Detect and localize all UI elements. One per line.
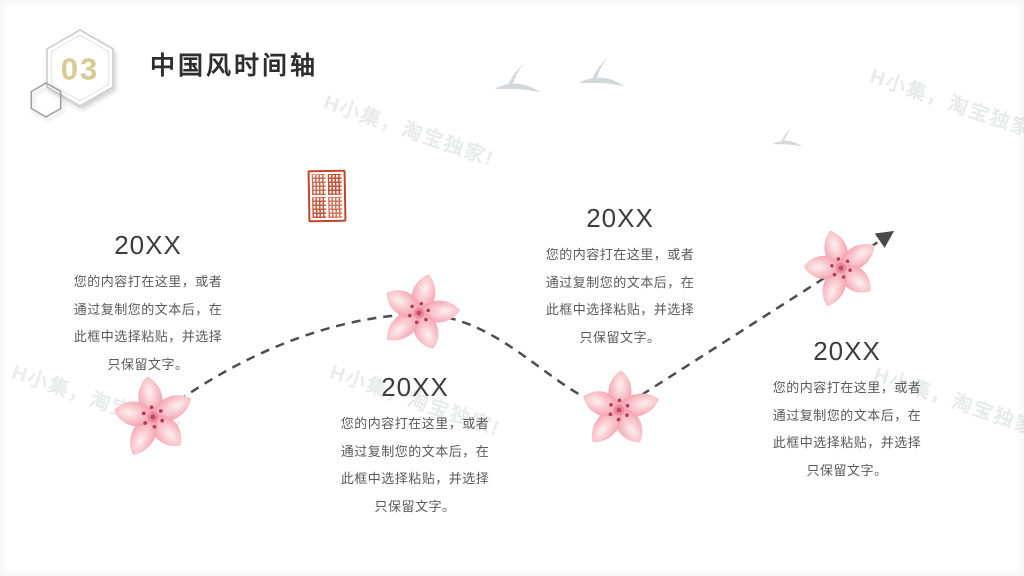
timeline-body-line: 通过复制您的文本后，在 (73, 301, 223, 317)
timeline-body-line: 此框中选择粘贴，并选择 (73, 329, 223, 344)
timeline-item: 20XX 您的内容打在这里，或者 通过复制您的文本后，在 此框中选择粘贴，并选择… (53, 230, 243, 378)
section-number: 03 (61, 52, 99, 87)
seal-stamp-icon (307, 169, 347, 223)
timeline-body-line: 您的内容打在这里，或者 (545, 247, 695, 262)
timeline-body-line: 此框中选择粘贴，并选择 (545, 302, 695, 317)
timeline-item: 20XX 您的内容打在这里，或者 通过复制您的文本后，在 此框中选择粘贴，并选择… (525, 203, 715, 351)
timeline-body-line: 您的内容打在这里，或者 (772, 380, 922, 395)
timeline-body-line: 您的内容打在这里，或者 (340, 416, 490, 431)
timeline-year: 20XX (381, 372, 449, 402)
timeline-body-line: 此框中选择粘贴，并选择 (772, 435, 922, 450)
timeline-body-line: 通过复制您的文本后，在 (545, 274, 695, 290)
timeline-year: 20XX (586, 203, 654, 233)
crane-icon (494, 58, 803, 147)
timeline-body-line: 您的内容打在这里，或者 (73, 274, 223, 289)
timeline-year: 20XX (813, 336, 881, 366)
timeline-body-line: 只保留文字。 (579, 329, 661, 345)
watermark: H小集，淘宝独家! (866, 65, 1024, 145)
timeline-body-line: 只保留文字。 (374, 498, 456, 514)
hexagon-badge-icon: 03 (30, 29, 114, 118)
timeline-year: 20XX (114, 230, 182, 260)
timeline-body-line: 此框中选择粘贴，并选择 (340, 471, 490, 486)
timeline-body-line: 只保留文字。 (107, 356, 189, 372)
timeline-item: 20XX 您的内容打在这里，或者 通过复制您的文本后，在 此框中选择粘贴，并选择… (320, 372, 510, 520)
timeline-item: 20XX 您的内容打在这里，或者 通过复制您的文本后，在 此框中选择粘贴，并选择… (752, 336, 942, 484)
page-title: 中国风时间轴 (150, 52, 319, 80)
timeline-body-line: 只保留文字。 (806, 462, 888, 478)
watermark: H小集，淘宝独家! (320, 91, 498, 171)
timeline-body-line: 通过复制您的文本后，在 (772, 407, 922, 423)
timeline-body-line: 通过复制您的文本后，在 (340, 443, 490, 459)
